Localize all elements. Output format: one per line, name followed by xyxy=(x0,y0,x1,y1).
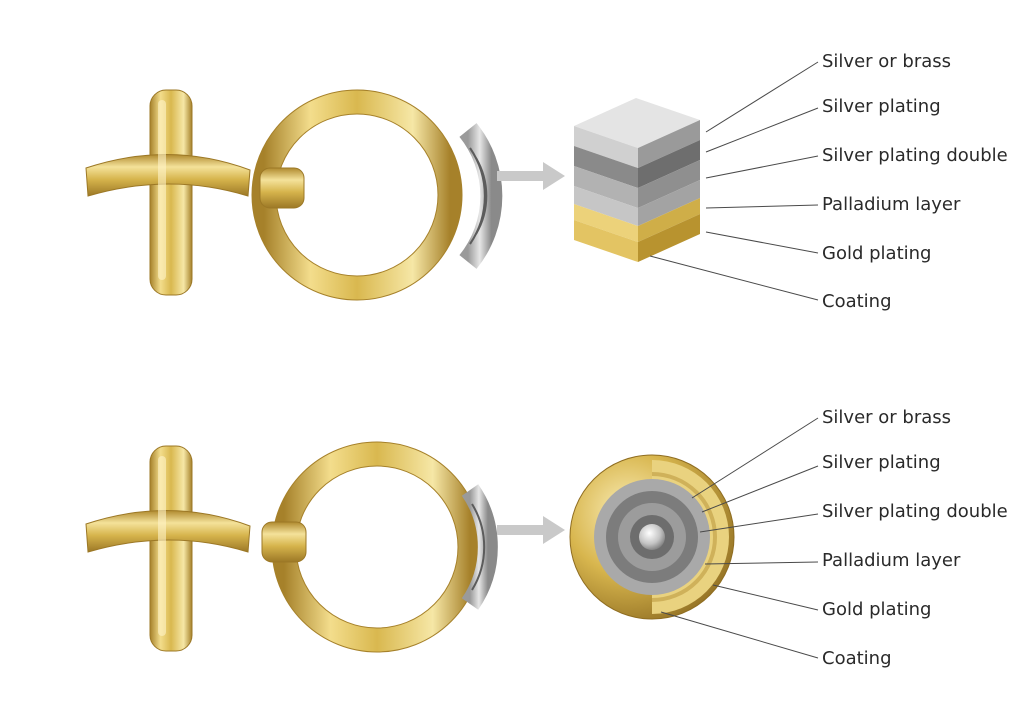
bottom-label-coating: Coating xyxy=(822,648,892,669)
top-label-silver-or-brass: Silver or brass xyxy=(822,51,952,72)
cross-earring-top xyxy=(85,89,251,296)
top-label-silver-plating-double: Silver plating double xyxy=(822,145,1008,166)
bottom-label-gold-plating: Gold plating xyxy=(822,599,932,620)
cross-earring-bottom xyxy=(85,445,251,652)
bottom-label-palladium-layer: Palladium layer xyxy=(822,550,961,571)
hoop-earring-bottom xyxy=(261,441,498,653)
leader-lines-bottom xyxy=(660,417,819,659)
bottom-label-silver-or-brass: Silver or brass xyxy=(822,407,952,428)
arrow-top xyxy=(497,162,565,190)
leader-lines-top xyxy=(649,61,819,301)
top-label-gold-plating: Gold plating xyxy=(822,243,932,264)
layer-sphere xyxy=(569,454,735,620)
arrow-bottom xyxy=(497,516,565,544)
bottom-label-silver-plating-double: Silver plating double xyxy=(822,501,1008,522)
top-label-silver-plating: Silver plating xyxy=(822,96,941,117)
hoop-earring-top xyxy=(251,89,503,301)
top-label-palladium-layer: Palladium layer xyxy=(822,194,961,215)
top-label-coating: Coating xyxy=(822,291,892,312)
bottom-label-silver-plating: Silver plating xyxy=(822,452,941,473)
layer-cube xyxy=(574,98,700,262)
